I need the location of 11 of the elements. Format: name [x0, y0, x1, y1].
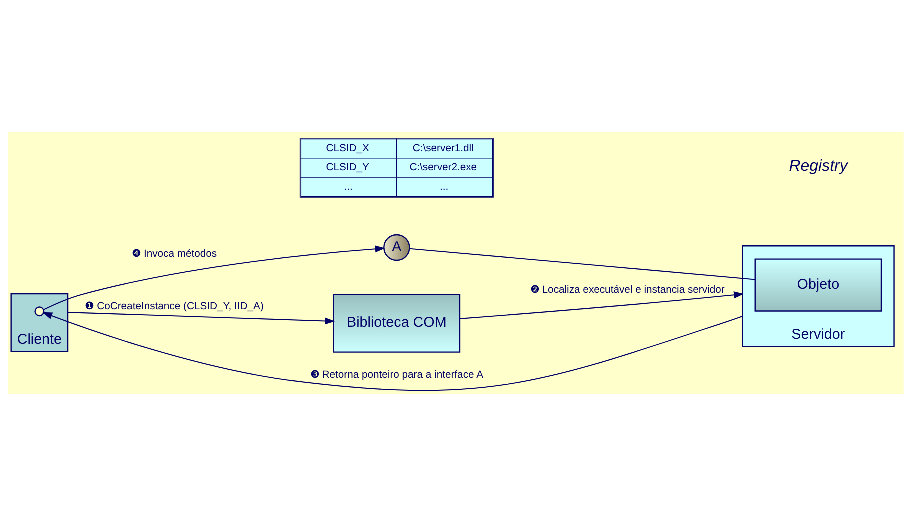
edge-label: ❸ Retorna ponteiro para a interface A	[310, 370, 484, 381]
label: C:\server2.exe	[410, 162, 478, 174]
label: Registry	[789, 158, 848, 175]
label: CLSID_X	[326, 142, 370, 154]
edge-label: ❶ CoCreateInstance (CLSID_Y, IID_A)	[85, 301, 264, 312]
edge-label: ❹ Invoca métodos	[132, 248, 218, 260]
label: ...	[440, 181, 449, 192]
label: C:\server1.dll	[412, 142, 474, 154]
edge-label: ❷ Localiza executável e instancia servidor	[530, 284, 725, 296]
label: ...	[344, 181, 353, 192]
label: CLSID_Y	[326, 162, 370, 174]
